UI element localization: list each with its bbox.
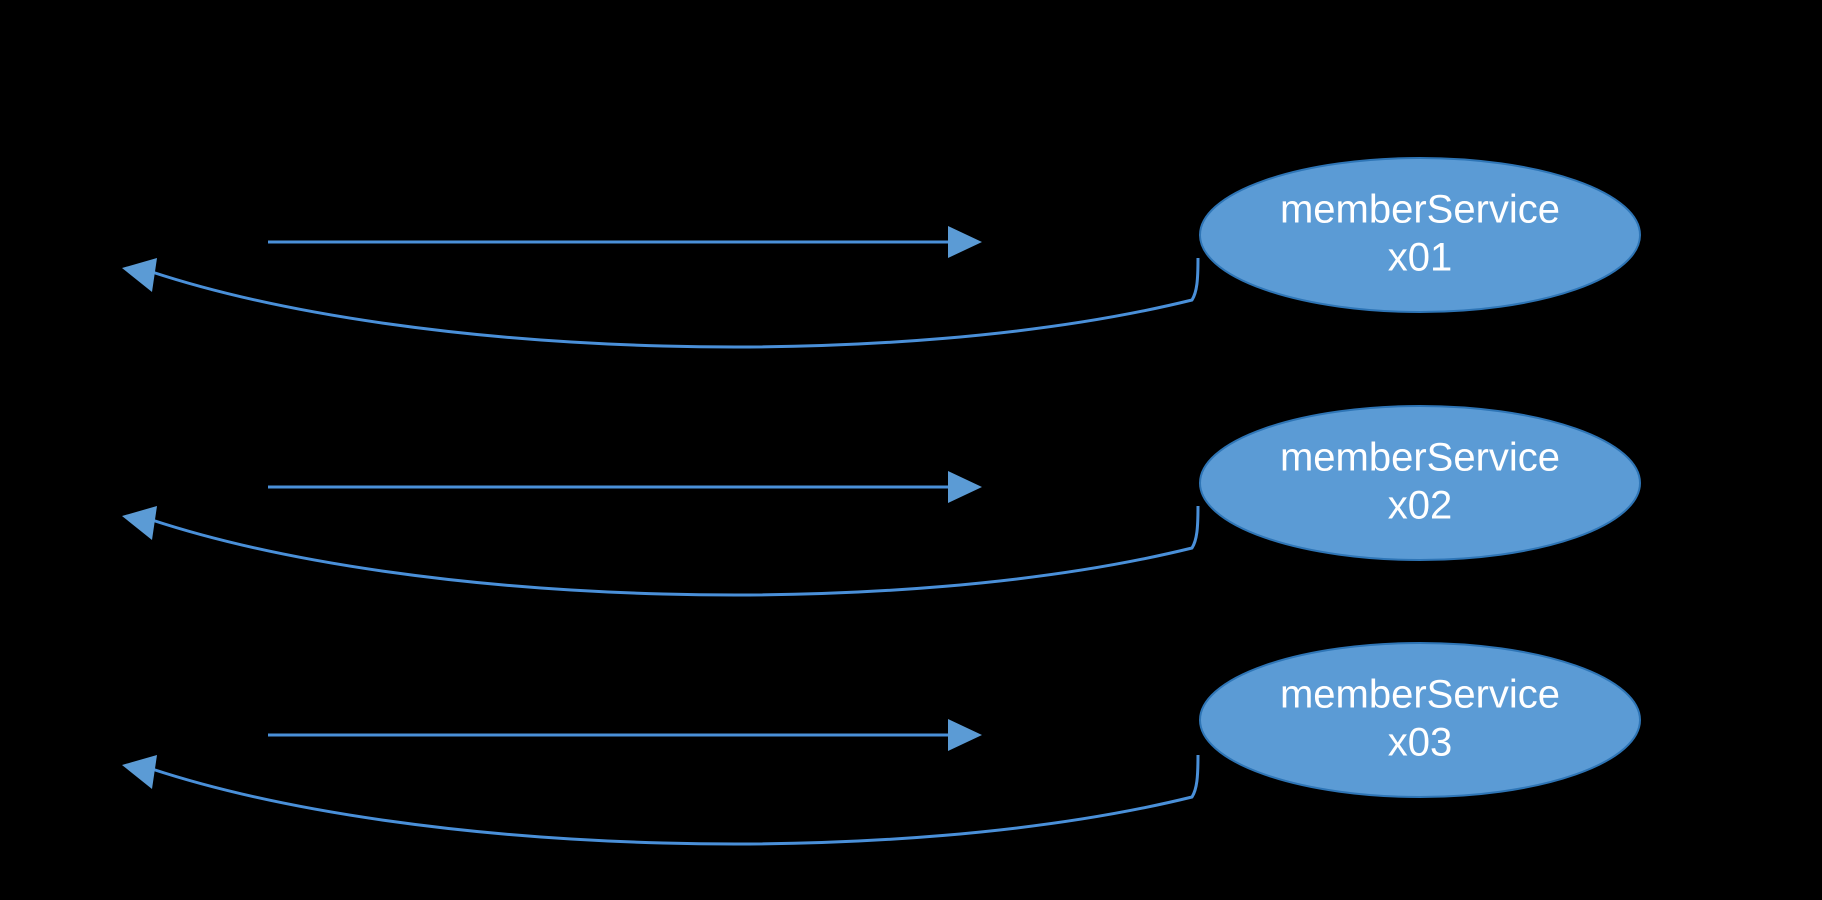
response-curve-path-03 [151, 754, 1200, 846]
arrowhead-right-icon-01 [948, 226, 982, 258]
service-ellipse-shape-02 [1199, 405, 1641, 561]
service-label-line1-03: memberService [1280, 673, 1560, 717]
request-arrow-02[interactable] [268, 471, 982, 503]
response-curve-path-01 [151, 257, 1200, 349]
service-ellipse-shape-01 [1199, 157, 1641, 313]
flow-group-02: memberService x02 [122, 405, 1641, 597]
arrowhead-left-icon-03 [122, 755, 157, 789]
service-node-02[interactable]: memberService x02 [1199, 405, 1641, 561]
service-node-03[interactable]: memberService x03 [1199, 642, 1641, 798]
service-ellipse-shape-03 [1199, 642, 1641, 798]
flow-group-01: memberService x01 [122, 157, 1641, 349]
request-arrow-03[interactable] [268, 719, 982, 751]
service-label-line2-01: x01 [1388, 236, 1453, 280]
flow-group-03: memberService x03 [122, 642, 1641, 846]
arrowhead-left-icon-02 [122, 506, 157, 540]
response-curve-02[interactable] [122, 505, 1200, 597]
service-label-line2-03: x03 [1388, 721, 1453, 765]
arrowhead-right-icon-02 [948, 471, 982, 503]
response-curve-03[interactable] [122, 754, 1200, 846]
service-node-01[interactable]: memberService x01 [1199, 157, 1641, 313]
request-arrow-01[interactable] [268, 226, 982, 258]
response-curve-01[interactable] [122, 257, 1200, 349]
service-label-line1-02: memberService [1280, 436, 1560, 480]
service-label-line1-01: memberService [1280, 188, 1560, 232]
arrowhead-left-icon-01 [122, 258, 157, 292]
service-label-line2-02: x02 [1388, 484, 1453, 528]
arrowhead-right-icon-03 [948, 719, 982, 751]
response-curve-path-02 [151, 505, 1200, 597]
